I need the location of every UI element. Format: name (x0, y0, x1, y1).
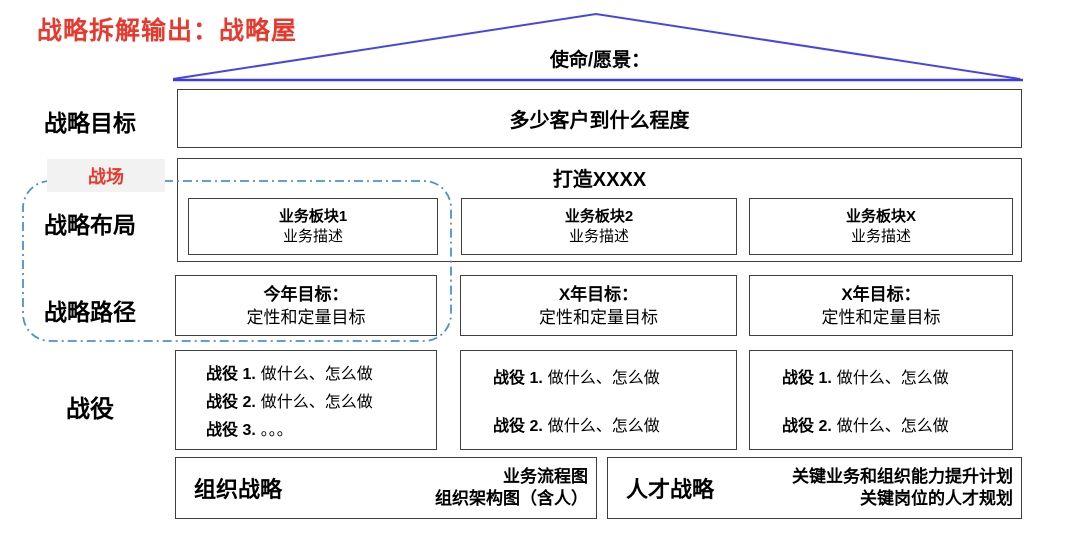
campaign-line-lead: 战役 2. (493, 418, 543, 435)
campaign-line-rest: 做什么、怎么做 (547, 418, 660, 435)
organization-strategy-lines: 业务流程图 组织架构图（含人） (435, 466, 588, 510)
business-block-2-desc: 业务描述 (568, 227, 629, 245)
campaign-line-lead: 战役 2. (206, 394, 256, 411)
organization-strategy-box: 组织战略 业务流程图 组织架构图（含人） (175, 457, 597, 519)
campaign-box-3: 战役 1.做什么、怎么做 战役 2.做什么、怎么做 (749, 350, 1013, 450)
mission-vision-label: 使命/愿景： (549, 50, 651, 71)
layout-title-text: 打造XXXX (552, 169, 647, 191)
business-block-x-desc: 业务描述 (850, 227, 911, 245)
campaign-line: 战役 1.做什么、怎么做 (206, 360, 373, 384)
path-goal-3-title: X年目标： (841, 284, 921, 304)
campaign-line: 战役 2.做什么、怎么做 (206, 388, 373, 412)
path-goal-1-title: 今年目标： (263, 284, 349, 304)
organization-strategy-line1: 业务流程图 (503, 467, 588, 486)
strategic-goal-box: 多少客户到什么程度 (177, 89, 1022, 148)
campaign-line-rest: 。。。 (260, 422, 293, 439)
campaign-line: 战役 3.。。。 (206, 416, 293, 440)
path-goal-2-title: X年目标： (558, 284, 639, 304)
battlefield-tag: 战场 (47, 159, 165, 192)
campaign-line-rest: 做什么、怎么做 (836, 370, 949, 387)
path-goal-3-desc: 定性和定量目标 (821, 307, 941, 327)
business-block-1-title: 业务板块1 (278, 207, 348, 225)
campaign-line-lead: 战役 1. (782, 370, 832, 387)
organization-strategy-line2: 组织架构图（含人） (435, 489, 588, 508)
business-block-1: 业务板块1 业务描述 (188, 198, 438, 255)
strategic-goal-text: 多少客户到什么程度 (509, 110, 690, 132)
path-goal-1-desc: 定性和定量目标 (246, 307, 366, 327)
campaign-line: 战役 1.做什么、怎么做 (782, 364, 949, 388)
campaign-line: 战役 2.做什么、怎么做 (493, 412, 660, 436)
path-goal-box-3: X年目标： 定性和定量目标 (749, 275, 1013, 336)
row-label-campaign: 战役 (66, 396, 114, 423)
campaign-line-lead: 战役 2. (782, 418, 832, 435)
organization-strategy-title: 组织战略 (194, 477, 283, 502)
campaign-line-rest: 做什么、怎么做 (836, 418, 949, 435)
campaign-box-2: 战役 1.做什么、怎么做 战役 2.做什么、怎么做 (460, 350, 737, 450)
path-goal-box-1: 今年目标： 定性和定量目标 (175, 275, 437, 336)
page-title: 战略拆解输出：战略屋 (37, 17, 298, 45)
campaign-line-lead: 战役 1. (206, 366, 256, 383)
campaign-line-rest: 做什么、怎么做 (260, 366, 373, 383)
talent-strategy-line2: 关键岗位的人才规划 (860, 489, 1013, 508)
talent-strategy-title: 人才战略 (626, 477, 715, 502)
campaign-line-rest: 做什么、怎么做 (547, 370, 660, 387)
talent-strategy-line1: 关键业务和组织能力提升计划 (792, 467, 1013, 486)
business-block-2-title: 业务板块2 (564, 207, 634, 225)
campaign-box-1: 战役 1.做什么、怎么做 战役 2.做什么、怎么做 战役 3.。。。 (175, 350, 437, 450)
business-block-x: 业务板块X 业务描述 (749, 198, 1013, 255)
path-goal-2-desc: 定性和定量目标 (539, 307, 658, 327)
path-goal-box-2: X年目标： 定性和定量目标 (460, 275, 737, 336)
campaign-line: 战役 1.做什么、怎么做 (493, 364, 660, 388)
row-label-strategic-layout: 战略布局 (44, 212, 136, 238)
business-block-x-title: 业务板块X (845, 207, 916, 225)
business-block-2: 业务板块2 业务描述 (461, 198, 737, 255)
row-label-strategic-path: 战略路径 (44, 299, 136, 325)
campaign-line-rest: 做什么、怎么做 (260, 394, 373, 411)
talent-strategy-lines: 关键业务和组织能力提升计划 关键岗位的人才规划 (792, 466, 1013, 510)
campaign-line-lead: 战役 3. (206, 422, 256, 439)
campaign-line-lead: 战役 1. (493, 370, 543, 387)
business-block-1-desc: 业务描述 (282, 227, 343, 245)
campaign-line: 战役 2.做什么、怎么做 (782, 412, 949, 436)
row-label-strategic-goal: 战略目标 (44, 110, 136, 136)
talent-strategy-box: 人才战略 关键业务和组织能力提升计划 关键岗位的人才规划 (607, 457, 1022, 519)
